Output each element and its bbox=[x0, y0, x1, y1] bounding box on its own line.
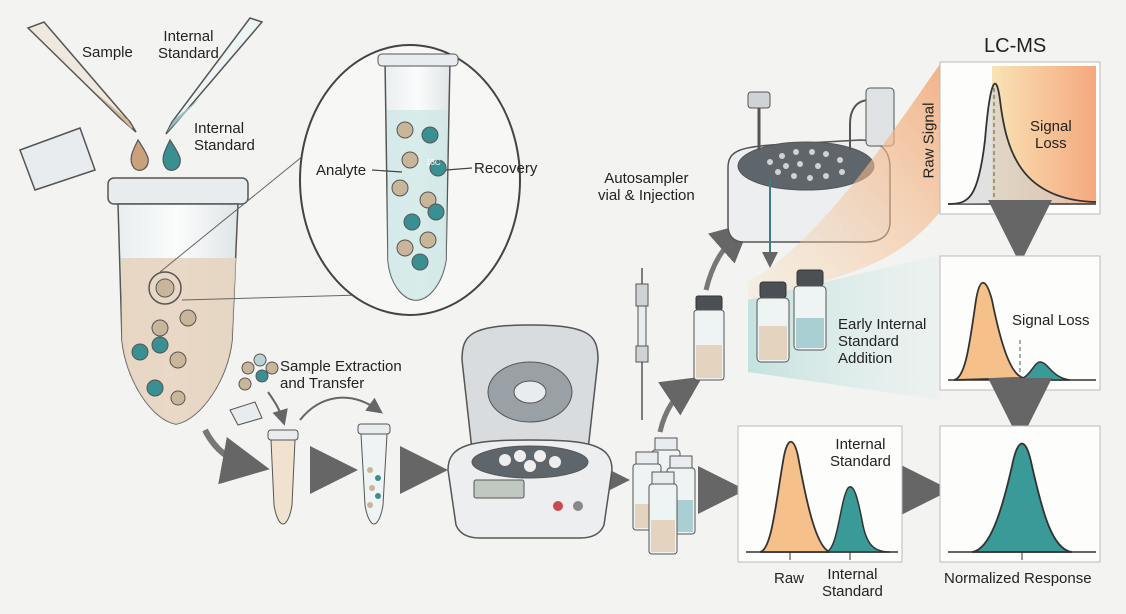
raw-axis-label: Raw bbox=[774, 570, 805, 587]
signal-loss-panel bbox=[939, 255, 1101, 391]
signal-loss-mid-label: Signal Loss bbox=[1012, 312, 1090, 329]
signal-loss-top-label: Signal Loss bbox=[1030, 118, 1072, 152]
lcms-title: LC-MS bbox=[984, 35, 1047, 57]
autosampler-label: Autosampler vial & Injection bbox=[598, 170, 695, 204]
sample-label: Sample bbox=[82, 44, 133, 61]
normalized-response-label: Normalized Response bbox=[944, 570, 1092, 587]
raw-signal-panel bbox=[939, 61, 1101, 215]
band-vials bbox=[756, 269, 827, 363]
recovery-label: Recovery bbox=[474, 160, 538, 177]
analyte-label: Analyte bbox=[316, 162, 367, 179]
lc-column bbox=[635, 268, 649, 420]
extraction-label: Sample Extraction and Transfer bbox=[280, 358, 402, 392]
normalized-panel bbox=[939, 425, 1101, 563]
internal-standard-drop bbox=[162, 138, 181, 171]
internal-standard-drop-label: Internal Standard bbox=[194, 120, 255, 154]
vial-cluster bbox=[632, 437, 696, 555]
early-is-label: Early Internal Standard Addition bbox=[838, 316, 927, 367]
centrifuge bbox=[447, 324, 613, 539]
injection-vial bbox=[693, 295, 725, 381]
internal-standard-axis-label: Internal Standard bbox=[822, 566, 883, 600]
small-tube-2 bbox=[357, 423, 391, 525]
internal-standard-peak-label: Internal Standard bbox=[830, 436, 891, 470]
large-sample-tube bbox=[19, 127, 249, 425]
signal-fan-top bbox=[748, 64, 940, 300]
isotope-tag-label: 13C bbox=[426, 158, 441, 167]
internal-standard-pipette-label: Internal Standard bbox=[158, 28, 219, 62]
internal-standard-pipette bbox=[165, 17, 264, 135]
small-tube-1 bbox=[229, 401, 299, 525]
raw-signal-axis-label: Raw Signal bbox=[920, 102, 938, 179]
sample-pipette bbox=[26, 21, 137, 133]
sample-drop bbox=[130, 138, 149, 171]
raw-vs-is-panel bbox=[737, 425, 903, 563]
magnified-view bbox=[299, 44, 521, 316]
extraction-beads bbox=[238, 353, 279, 391]
